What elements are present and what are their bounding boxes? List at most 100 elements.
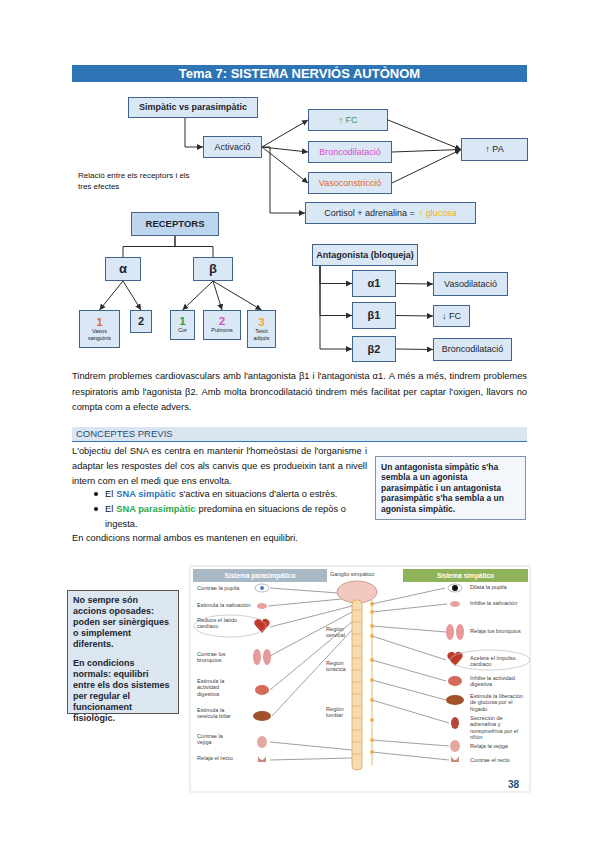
- effect-box: Vasoconstricció: [308, 172, 392, 194]
- organ-label: Secreción de adrenalina y norepinefrina …: [470, 715, 528, 741]
- node-text: Broncodilatació: [442, 344, 504, 354]
- node-text: β1: [368, 309, 381, 322]
- body-text: L'objectiu del SNA es centra en mantenir…: [72, 444, 367, 489]
- organ-icon: [253, 711, 271, 721]
- connector-arrow: [262, 120, 308, 147]
- connector-arrow: [183, 281, 214, 310]
- node-text: 1: [179, 316, 185, 327]
- connector-arrow: [213, 281, 262, 310]
- connector-arrow: [262, 147, 305, 213]
- effect-box: Broncodilatació: [308, 141, 392, 163]
- receptor-box: α1: [352, 270, 396, 297]
- connector-arrow: [262, 147, 308, 152]
- organ-icon: [446, 624, 454, 640]
- organ-icon: [448, 676, 462, 686]
- callout-box: No sempre són accions oposades: poden se…: [67, 590, 179, 714]
- node-text: ↑ PA: [485, 144, 503, 154]
- organ-label: Contrae la pupila: [197, 585, 252, 591]
- header-band: Sistema parasimpático: [193, 569, 327, 582]
- organ-label: Relaja la vejiga: [470, 743, 528, 749]
- organ-icon: [451, 717, 459, 729]
- node-text: ↑ glucosa: [419, 208, 457, 218]
- connector-arrow: [396, 283, 433, 285]
- effect-box: ↑ FC: [308, 109, 388, 131]
- target-box: 1Vasos sanguinis: [79, 310, 120, 348]
- page-title: Tema 7: SISTEMA NERVIÓS AUTÒNOM: [179, 66, 420, 81]
- connector-arrow: [392, 150, 461, 184]
- connector-arrow: [123, 236, 175, 257]
- node-text: CONCEPTES PREVIS: [76, 429, 173, 440]
- organ-label: Dilata la pupila: [470, 584, 528, 590]
- bullet-dot: [94, 507, 98, 511]
- node-text: Antagonista (bloqueja): [316, 250, 414, 260]
- organ-label: Inhibe la actividad digestiva: [470, 675, 528, 688]
- organ-label: Estimula la salivación: [197, 602, 252, 608]
- connector-arrow: [175, 236, 213, 257]
- node-text: Cortisol + adrenalina =: [324, 208, 415, 218]
- node-text: Sistema simpático: [437, 572, 494, 579]
- node-text: Sistema parasimpático: [225, 572, 296, 579]
- organ-icon: [447, 652, 462, 666]
- ganglion-chain: [370, 678, 374, 682]
- bullet-line: ElSNA simpàtics'activa en situacions d'a…: [105, 487, 385, 502]
- node-text: α: [119, 262, 127, 277]
- region-label: Región cervical: [326, 626, 351, 639]
- heading-box: RECEPTORS: [131, 212, 219, 236]
- region-label: Región torácica: [326, 660, 351, 673]
- connector-arrow: [320, 266, 352, 349]
- organ-icon: [255, 584, 269, 592]
- organ-label: Relaja el recto: [197, 755, 247, 761]
- effect-box: Vasodilatació: [433, 272, 508, 296]
- organ-icon: [263, 649, 271, 665]
- heading-box: Antagonista (bloqueja): [312, 244, 418, 266]
- organ-label: Contrae la vejiga: [197, 733, 237, 746]
- organ-icon: [255, 685, 269, 695]
- receptor-box: α: [105, 257, 141, 281]
- page-number: 38: [508, 779, 528, 790]
- node-text: Broncodilatació: [319, 147, 381, 157]
- bullet-dot: [94, 492, 98, 511]
- node-text: Pulmons: [211, 327, 232, 333]
- ganglion-chain: [370, 610, 374, 614]
- node-text: Vasoconstricció: [319, 178, 381, 188]
- bullet-line: ElSNA parasimpàticpredomina en situacion…: [105, 502, 367, 532]
- organ-icon: [448, 584, 462, 592]
- receptor-box: β: [193, 257, 233, 281]
- connector-arrow: [392, 150, 461, 153]
- note-text: Relació entre els receptors i els tres e…: [78, 170, 203, 192]
- body-text: Tindrem problemes cardiovasculars amb l'…: [72, 369, 527, 416]
- organ-label: Inhibe la salivación: [470, 600, 528, 606]
- highlight-ring: [450, 650, 530, 670]
- organ-icon: [451, 756, 459, 762]
- node-text: Un antagonista simpàtic s'ha sembla a un…: [381, 462, 520, 514]
- spinal-cord: [352, 600, 362, 770]
- nerve-line: [268, 588, 352, 760]
- node-text: Teixit adipós: [248, 328, 275, 341]
- node-text: 2: [219, 316, 225, 327]
- organ-icon: [450, 740, 460, 752]
- figure-label: Ganglio simpático: [330, 571, 390, 577]
- organ-icon: [450, 601, 460, 607]
- node-text: ↑ FC: [339, 115, 358, 125]
- organ-label: Contrae el recto: [470, 757, 528, 763]
- node-text: 1: [96, 317, 102, 328]
- node-text: Simpàtic vs parasimpàtic: [139, 102, 247, 112]
- ganglion-chain: [370, 600, 374, 765]
- section-band: CONCEPTES PREVIS: [72, 427, 527, 442]
- spinal-cord: [352, 600, 362, 770]
- node-text: RECEPTORS: [146, 219, 205, 230]
- node-text: α1: [368, 277, 381, 290]
- connector-arrow: [100, 281, 124, 310]
- receptor-box: β1: [352, 302, 396, 329]
- target-box: 1Cor: [170, 310, 195, 340]
- organ-icon: [253, 584, 464, 762]
- node-text: ↓ FC: [442, 311, 461, 321]
- spinal-cord: [352, 610, 362, 754]
- ganglion-chain: [370, 658, 374, 662]
- header-band: Sistema simpático: [403, 569, 528, 582]
- node-text: β2: [368, 343, 381, 356]
- organ-icon: [258, 756, 266, 762]
- node-text: En condicions normals: equilibri entre e…: [73, 658, 173, 724]
- organ-icon: [253, 649, 261, 665]
